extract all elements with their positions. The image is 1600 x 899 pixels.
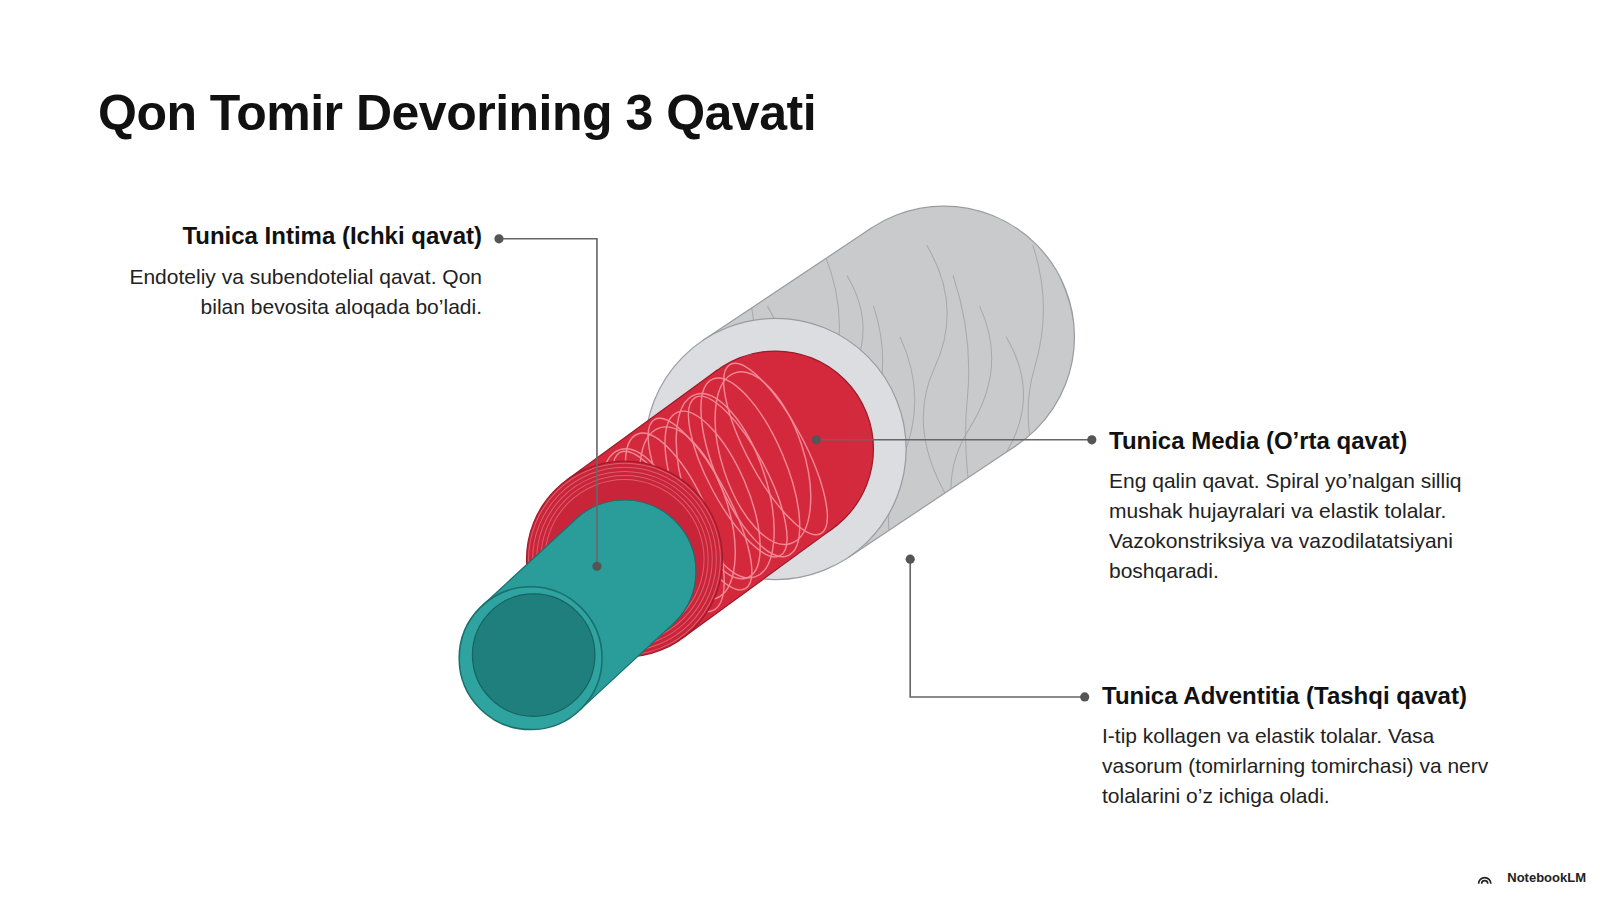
leader-dot (1080, 692, 1089, 701)
fiber (981, 337, 1023, 592)
fiber (1028, 245, 1049, 500)
lumen (472, 594, 594, 716)
notebooklm-icon (1479, 878, 1491, 884)
leader-dot (1087, 435, 1096, 444)
layer-heading: Tunica Intima (Ichki qavat) (182, 222, 482, 250)
leader-dots (494, 234, 1096, 701)
fiber (923, 245, 949, 500)
layer-description: Endoteliy va subendotelial qavat. Qon bi… (87, 262, 482, 322)
leader-line (499, 239, 597, 567)
leader-dot (494, 234, 503, 243)
fiber (953, 276, 976, 531)
leader-line (910, 559, 1084, 697)
vessel-layers (459, 206, 1076, 729)
leader-dot (812, 435, 821, 444)
fiber (951, 306, 992, 561)
icon-arc (1479, 878, 1491, 884)
spiral-fiber (705, 351, 846, 547)
layer-heading: Tunica Media (O’rta qavat) (1109, 427, 1407, 455)
leader-lines (499, 239, 1092, 697)
layer-heading: Tunica Adventitia (Tashqi qavat) (1102, 682, 1467, 710)
icon-arc (1482, 881, 1488, 884)
fiber (1059, 276, 1077, 531)
title: Qon Tomir Devorining 3 Qavati (98, 84, 816, 142)
leader-line (816, 439, 1092, 441)
leader-dot (906, 555, 915, 564)
layer-description: I-tip kollagen va elastik tolalar. Vasa … (1102, 721, 1520, 811)
watermark: NotebookLM (1507, 870, 1586, 885)
intima-face (459, 587, 602, 730)
leader-dot (592, 562, 601, 571)
layer-description: Eng qalin qavat. Spiral yo’nalgan silliq… (1109, 466, 1499, 586)
